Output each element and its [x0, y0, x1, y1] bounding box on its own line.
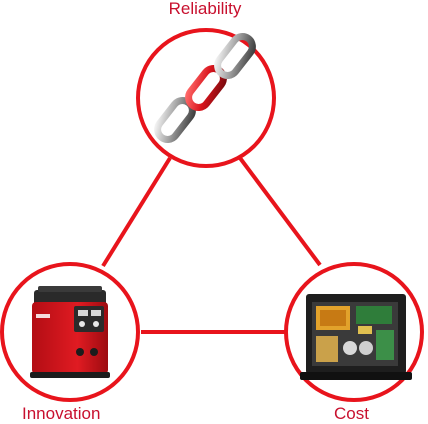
label-innovation: Innovation [22, 404, 101, 423]
label-reliability: Reliability [168, 0, 242, 18]
label-cost: Cost [334, 404, 369, 423]
node-cost [284, 262, 424, 402]
circuit-board-icon [300, 294, 412, 380]
edge-reliability-innovation [101, 156, 172, 268]
edge-reliability-cost [238, 156, 322, 267]
node-innovation [0, 262, 140, 402]
node-reliability [136, 28, 276, 168]
connector-lines [101, 156, 322, 334]
chain-link-icon [154, 33, 256, 143]
welding-machine-icon [30, 286, 110, 378]
